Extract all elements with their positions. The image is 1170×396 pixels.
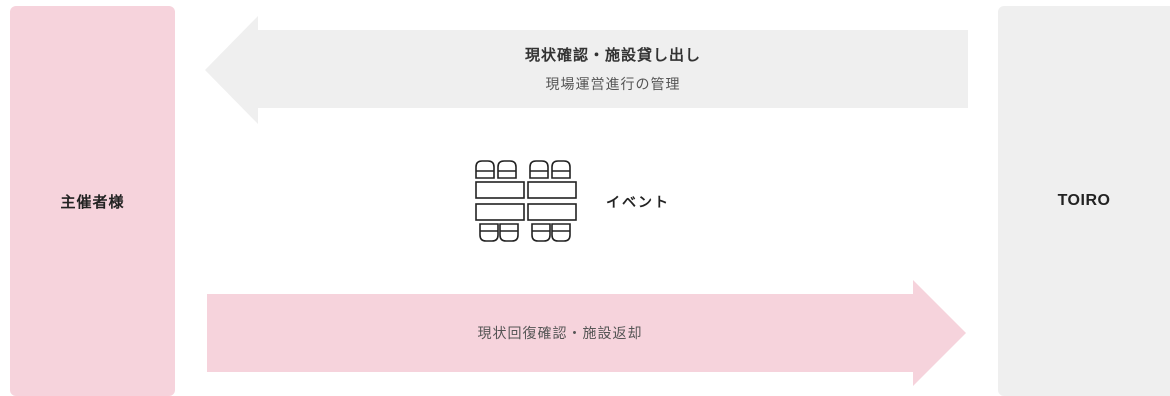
toiro-panel: TOIRO: [998, 6, 1170, 396]
chair-icon: [475, 160, 495, 179]
organizer-label: 主催者様: [60, 192, 125, 211]
chair-icon: [497, 160, 517, 179]
toiro-label: TOIRO: [1057, 192, 1111, 209]
top-arrow-subtitle: 現場運営進行の管理: [545, 77, 681, 93]
top-arrow-text: 現状確認・施設貸し出し 現場運営進行の管理: [258, 30, 968, 108]
chair-icon: [499, 223, 519, 242]
table-icon: [527, 181, 577, 199]
bottom-arrow-right: [207, 280, 966, 386]
top-arrow-left: [205, 16, 968, 124]
chair-icon: [479, 223, 499, 242]
chair-icon: [551, 223, 571, 242]
table-icon: [475, 203, 525, 221]
event-label: イベント: [606, 195, 670, 211]
top-arrow-title: 現状確認・施設貸し出し: [524, 46, 701, 64]
bottom-arrow-label: 現状回復確認・施設返却: [477, 326, 643, 342]
table-icon: [475, 181, 525, 199]
chair-icon: [529, 160, 549, 179]
tables-chairs-icon: [475, 160, 577, 242]
organizer-panel: 主催者様: [10, 6, 175, 396]
chair-icon: [551, 160, 571, 179]
chair-icon: [531, 223, 551, 242]
table-icon: [527, 203, 577, 221]
